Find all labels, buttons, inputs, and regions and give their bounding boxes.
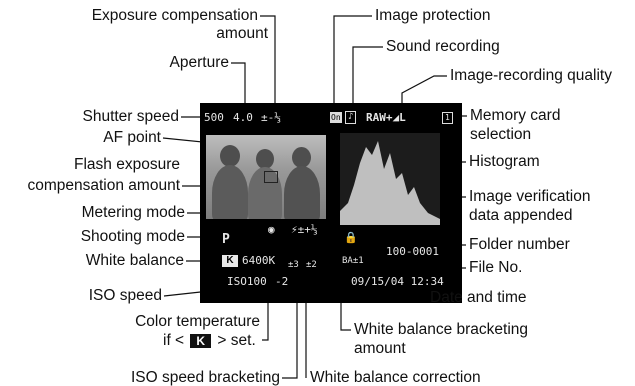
mode-readout: P [222, 232, 230, 247]
folder-file-readout: 100-0001 [386, 245, 439, 258]
date-time-readout: 09/15/04 12:34 [351, 275, 444, 288]
label-image-quality: Image-recording quality [450, 67, 612, 84]
wb-icon: K [222, 255, 238, 267]
quality-readout: RAW+◢L [366, 111, 406, 124]
label-metering-mode: Metering mode [81, 204, 185, 221]
leader-iso-bracketing [282, 273, 298, 379]
histogram [340, 133, 440, 225]
leader-aperture [231, 62, 246, 108]
shutter-readout: 500 [204, 111, 224, 124]
label-exposure-comp-2: amount [216, 25, 268, 42]
verification-icon: 🔒 [344, 231, 358, 244]
iso-readout: ISO100 [227, 275, 267, 288]
k-icon: K [190, 334, 212, 348]
label-sound-recording: Sound recording [386, 38, 500, 55]
leader-sound [352, 46, 383, 108]
color-temp-readout: 6400K [242, 254, 276, 267]
label-file-no: File No. [469, 259, 523, 276]
aperture-readout: 4.0 [233, 111, 253, 124]
label-af-point: AF point [103, 129, 161, 146]
label-flash-comp: Flash exposure [74, 156, 180, 173]
label-exposure-comp: Exposure compensation [91, 7, 258, 24]
label-shutter-speed: Shutter speed [82, 108, 179, 125]
label-image-verification: Image verification [469, 188, 591, 205]
lcd-screen: 500 4.0 ±-⅓ On ♪ RAW+◢L 1 ◉ ⚡±+⅓ 🔒 P K 6… [200, 103, 462, 303]
label-color-temp-if: if < [163, 332, 185, 349]
metering-icon: ◉ [268, 223, 275, 236]
label-color-temp-set: > set. [217, 332, 256, 349]
label-color-temp-2: if < K > set. [163, 332, 256, 350]
flash-comp-readout: ⚡±+⅓ [291, 223, 318, 236]
label-color-temp: Color temperature [135, 313, 260, 330]
label-image-protection: Image protection [375, 7, 491, 24]
exposure-comp-readout: ±-⅓ [261, 111, 281, 124]
wb-correction-readout: ±2 [306, 260, 317, 270]
label-folder-number: Folder number [469, 236, 570, 253]
photo-thumbnail [206, 135, 326, 219]
label-iso-speed: ISO speed [88, 287, 162, 304]
leader-protection [333, 15, 372, 108]
person-head-icon [292, 147, 311, 168]
protect-icon: On [330, 112, 342, 123]
leader-quality [401, 75, 447, 110]
label-flash-comp-2: compensation amount [27, 177, 180, 194]
label-histogram: Histogram [469, 153, 540, 170]
label-date-time: Date and time [430, 289, 527, 306]
iso-bracketing-readout: ±3 [288, 260, 299, 270]
person-body-icon [212, 165, 248, 219]
sound-icon: ♪ [345, 111, 357, 124]
leader-exposure-comp [260, 15, 276, 108]
card-icon: 1 [442, 112, 453, 124]
label-image-verification-2: data appended [469, 207, 573, 224]
label-shooting-mode: Shooting mode [80, 228, 185, 245]
label-wb-correction: White balance correction [310, 369, 481, 386]
label-memory-card: Memory card [470, 107, 561, 124]
label-aperture: Aperture [169, 54, 229, 71]
person-body-icon [284, 166, 320, 219]
iso-value-readout: -2 [275, 275, 289, 288]
af-point-icon [264, 171, 278, 183]
histogram-area [340, 141, 440, 225]
wb-bracketing-readout: BA±1 [342, 256, 364, 266]
label-white-balance: White balance [85, 252, 184, 269]
label-wb-bracketing-2: amount [354, 340, 406, 357]
label-iso-bracketing: ISO speed bracketing [130, 369, 280, 386]
histogram-graph [340, 141, 440, 225]
label-memory-card-2: selection [470, 126, 532, 143]
person-head-icon [220, 145, 240, 167]
person-body-icon [248, 167, 282, 219]
person-head-icon [256, 149, 274, 169]
label-wb-bracketing: White balance bracketing [354, 321, 529, 338]
